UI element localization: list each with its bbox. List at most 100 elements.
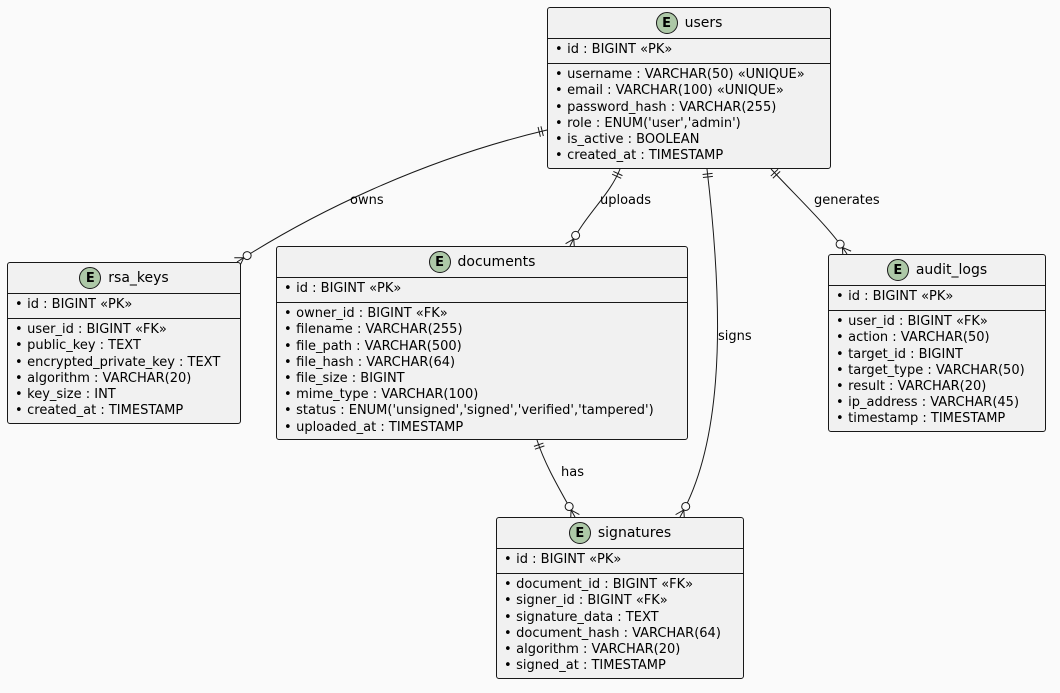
mandatory-bullet-icon: •: [284, 371, 292, 387]
mandatory-bullet-icon: •: [284, 322, 292, 338]
entity-divider: [497, 548, 743, 549]
relationship-label: owns: [350, 193, 384, 208]
primary-key-field: • id : BIGINT «PK»: [836, 289, 1045, 305]
field-text: status : ENUM('unsigned','signed','verif…: [296, 403, 654, 419]
field-text: id : BIGINT «PK»: [296, 281, 402, 296]
mandatory-bullet-icon: •: [555, 148, 563, 164]
attribute-field: • signer_id : BIGINT «FK»: [504, 593, 743, 609]
primary-key-section: • id : BIGINT «PK»: [829, 286, 1045, 309]
mandatory-bullet-icon: •: [284, 306, 292, 322]
attribute-field: • file_path : VARCHAR(500): [284, 339, 687, 355]
field-text: signer_id : BIGINT «FK»: [516, 593, 668, 609]
cardinality-zero-mark: [835, 239, 845, 249]
attribute-field: • algorithm : VARCHAR(20): [15, 371, 240, 387]
mandatory-bullet-icon: •: [284, 338, 292, 354]
cardinality-zero-mark: [242, 251, 252, 261]
cardinality-one-mark: [533, 442, 544, 447]
entity-divider: [548, 38, 830, 39]
attribute-field: • target_id : BIGINT: [836, 347, 1045, 363]
entity-title: documents: [457, 254, 536, 270]
field-text: filename : VARCHAR(255): [296, 322, 463, 338]
attribute-field: • created_at : TIMESTAMP: [555, 148, 830, 164]
mandatory-bullet-icon: •: [15, 322, 23, 338]
primary-key-field: • id : BIGINT «PK»: [284, 281, 687, 297]
field-text: action : VARCHAR(50): [848, 330, 990, 346]
attribute-field: • password_hash : VARCHAR(255): [555, 100, 830, 116]
field-text: file_size : BIGINT: [296, 371, 405, 387]
entity-badge-icon: E: [655, 12, 678, 34]
cardinality-one-mark: [611, 173, 622, 179]
mandatory-bullet-icon: •: [15, 297, 23, 312]
relationship-label: has: [561, 465, 584, 480]
mandatory-bullet-icon: •: [555, 132, 563, 148]
field-text: id : BIGINT «PK»: [516, 552, 622, 567]
field-text: target_type : VARCHAR(50): [848, 362, 1025, 378]
mandatory-bullet-icon: •: [284, 403, 292, 419]
attribute-field: • email : VARCHAR(100) «UNIQUE»: [555, 83, 830, 99]
mandatory-bullet-icon: •: [15, 370, 23, 386]
relationship-label: uploads: [600, 193, 652, 208]
entity-badge-icon: E: [568, 522, 591, 544]
field-text: document_hash : VARCHAR(64): [516, 625, 721, 641]
attribute-field: • uploaded_at : TIMESTAMP: [284, 420, 687, 436]
attribute-field: • public_key : TEXT: [15, 338, 240, 354]
field-text: algorithm : VARCHAR(20): [516, 642, 681, 658]
attribute-field: • file_hash : VARCHAR(64): [284, 355, 687, 371]
entity-badge-icon: E: [428, 251, 451, 273]
entity-title: signatures: [597, 525, 672, 541]
cardinality-one-mark: [770, 168, 779, 177]
field-text: is_active : BOOLEAN: [567, 132, 700, 148]
attribute-field: • user_id : BIGINT «FK»: [836, 314, 1045, 330]
mandatory-bullet-icon: •: [555, 67, 563, 83]
mandatory-bullet-icon: •: [836, 314, 844, 330]
cardinality-one-mark: [534, 445, 545, 450]
field-text: file_hash : VARCHAR(64): [296, 354, 456, 370]
attribute-field: • target_type : VARCHAR(50): [836, 363, 1045, 379]
entity-badge-icon: E: [79, 267, 102, 289]
attribute-field: • filename : VARCHAR(255): [284, 322, 687, 338]
primary-key-section: • id : BIGINT «PK»: [277, 278, 687, 301]
attribute-section: • user_id : BIGINT «FK»• action : VARCHA…: [829, 310, 1045, 431]
mandatory-bullet-icon: •: [836, 411, 844, 427]
field-text: result : VARCHAR(20): [848, 379, 987, 395]
attribute-field: • owner_id : BIGINT «FK»: [284, 306, 687, 322]
attribute-section: • document_id : BIGINT «FK»• signer_id :…: [497, 573, 743, 678]
attribute-field: • user_id : BIGINT «FK»: [15, 322, 240, 338]
attribute-field: • key_size : INT: [15, 387, 240, 403]
relationship-owns: [236, 129, 548, 263]
attribute-field: • role : ENUM('user','admin'): [555, 116, 830, 132]
attribute-field: • encrypted_private_key : TEXT: [15, 355, 240, 371]
mandatory-bullet-icon: •: [836, 395, 844, 411]
entity-divider: [829, 285, 1045, 286]
field-text: encrypted_private_key : TEXT: [27, 354, 221, 370]
mandatory-bullet-icon: •: [15, 354, 23, 370]
field-text: owner_id : BIGINT «FK»: [296, 306, 448, 322]
mandatory-bullet-icon: •: [555, 115, 563, 131]
attribute-field: • is_active : BOOLEAN: [555, 132, 830, 148]
attribute-field: • signed_at : TIMESTAMP: [504, 658, 743, 674]
mandatory-bullet-icon: •: [555, 99, 563, 115]
field-text: role : ENUM('user','admin'): [567, 115, 741, 131]
field-text: signature_data : TEXT: [516, 609, 659, 625]
attribute-field: • file_size : BIGINT: [284, 371, 687, 387]
mandatory-bullet-icon: •: [836, 289, 844, 304]
mandatory-bullet-icon: •: [836, 379, 844, 395]
cardinality-one-mark: [702, 175, 713, 179]
relationship-label: signs: [718, 329, 752, 344]
cardinality-one-mark: [540, 126, 544, 137]
primary-key-field: • id : BIGINT «PK»: [504, 552, 743, 568]
field-text: uploaded_at : TIMESTAMP: [296, 419, 464, 435]
mandatory-bullet-icon: •: [504, 609, 512, 625]
cardinality-zero-mark: [564, 502, 574, 512]
field-text: algorithm : VARCHAR(20): [27, 370, 192, 386]
entity-divider: [8, 293, 240, 294]
mandatory-bullet-icon: •: [284, 354, 292, 370]
relationship-label: generates: [814, 193, 880, 208]
cardinality-one-mark: [772, 171, 781, 179]
mandatory-bullet-icon: •: [504, 577, 512, 593]
cardinality-one-mark: [702, 172, 713, 176]
attribute-field: • signature_data : TEXT: [504, 610, 743, 626]
